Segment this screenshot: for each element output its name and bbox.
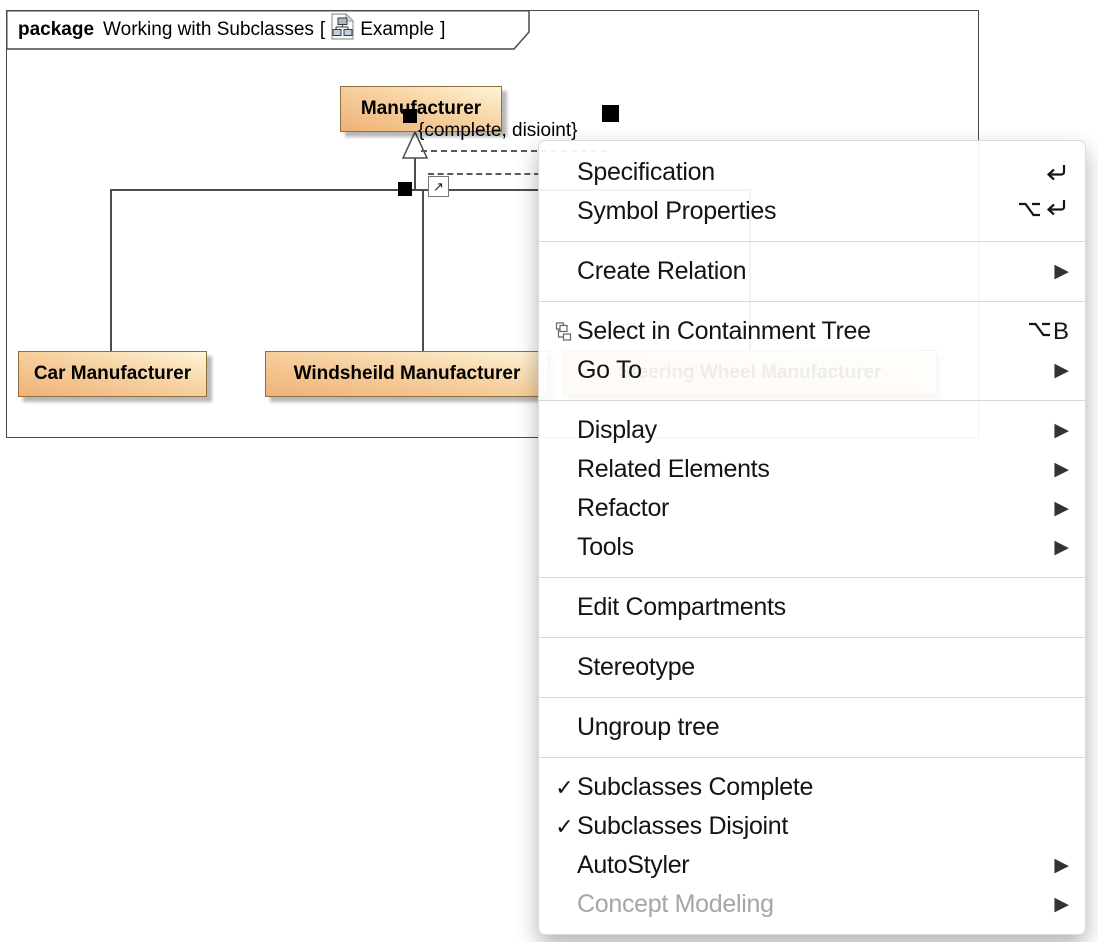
option-key-icon [1027,318,1052,346]
menu-item-label: Tools [577,533,634,561]
generalization-line-car[interactable] [110,189,112,351]
context-menu: Specification Symbol Properties Create R… [538,140,1086,935]
submenu-arrow-icon: ▶ [1054,420,1069,441]
menu-item-label: Edit Compartments [577,593,786,621]
menu-item-go-to[interactable]: Go To ▶ [539,351,1085,390]
menu-item-label: Stereotype [577,653,695,681]
menu-item-label: Specification [577,158,715,186]
package-header-tab [6,10,530,50]
menu-item-edit-compartments[interactable]: Edit Compartments [539,588,1085,627]
submenu-arrow-icon: ▶ [1054,855,1069,876]
menu-separator [539,577,1085,578]
class-manufacturer[interactable]: Manufacturer [340,86,502,132]
menu-item-concept-modeling[interactable]: Concept Modeling ▶ [539,885,1085,924]
class-windsheild-manufacturer[interactable]: Windsheild Manufacturer [265,351,549,397]
menu-item-tools[interactable]: Tools ▶ [539,528,1085,567]
generalization-trunk-line[interactable] [414,158,416,190]
menu-item-ungroup-tree[interactable]: Ungroup tree [539,708,1085,747]
checkmark-icon: ✓ [555,813,574,839]
menu-item-label: Subclasses Complete [577,773,814,801]
selection-handle[interactable] [602,105,619,122]
menu-item-subclasses-complete[interactable]: ✓ Subclasses Complete [539,768,1085,807]
menu-item-label: Select in Containment Tree [577,317,871,345]
submenu-arrow-icon: ▶ [1054,894,1069,915]
class-car-manufacturer[interactable]: Car Manufacturer [18,351,207,397]
checkmark-icon: ✓ [555,774,574,800]
menu-separator [539,241,1085,242]
selection-handle[interactable] [398,182,412,196]
bracket-open: [ [319,18,326,40]
menu-item-label: Go To [577,356,642,384]
generalization-set-constraint-label[interactable]: {complete, disioint} [418,120,578,141]
containment-tree-icon [555,322,574,341]
selected-path-dashed-top [421,150,607,152]
menu-separator [539,400,1085,401]
menu-item-label: Concept Modeling [577,890,774,918]
package-title: Working with Subclasses [103,18,314,40]
menu-item-label: Refactor [577,494,670,522]
menu-separator [539,301,1085,302]
package-keyword: package [18,18,95,40]
menu-item-label: Related Elements [577,455,770,483]
shortcut-key-letter: B [1052,317,1069,345]
menu-item-label: Display [577,416,657,444]
menu-item-refactor[interactable]: Refactor ▶ [539,489,1085,528]
submenu-arrow-icon: ▶ [1054,459,1069,480]
menu-item-label: Ungroup tree [577,713,720,741]
submenu-arrow-icon: ▶ [1054,537,1069,558]
menu-item-display[interactable]: Display ▶ [539,411,1085,450]
selected-path-dashed-bottom [428,173,540,175]
generalization-line-windsheild[interactable] [422,189,424,351]
menu-separator [539,697,1085,698]
package-header: package Working with Subclasses[ Example] [18,10,445,49]
menu-separator [539,637,1085,638]
menu-item-select-in-containment-tree[interactable]: Select in Containment Tree B [539,312,1085,351]
menu-item-label: AutoStyler [577,851,690,879]
menu-item-symbol-properties[interactable]: Symbol Properties [539,192,1085,231]
menu-item-label: Symbol Properties [577,197,777,225]
menu-item-related-elements[interactable]: Related Elements ▶ [539,450,1085,489]
menu-item-label: Create Relation [577,257,747,285]
submenu-arrow-icon: ▶ [1054,261,1069,282]
submenu-arrow-icon: ▶ [1054,498,1069,519]
menu-item-stereotype[interactable]: Stereotype [539,648,1085,687]
menu-item-subclasses-disjoint[interactable]: ✓ Subclasses Disjoint [539,807,1085,846]
bracket-close: ] [440,18,446,40]
smart-manipulator-link-icon[interactable]: ↗ [428,176,449,197]
return-key-icon [1043,161,1069,185]
submenu-arrow-icon: ▶ [1054,360,1069,381]
menu-item-specification[interactable]: Specification [539,153,1085,192]
menu-separator [539,757,1085,758]
diagram-name: Example [360,18,435,40]
menu-item-create-relation[interactable]: Create Relation ▶ [539,252,1085,291]
menu-item-label: Subclasses Disjoint [577,812,789,840]
menu-item-autostyler[interactable]: AutoStyler ▶ [539,846,1085,885]
class-diagram-icon [331,12,355,46]
return-key-icon [1043,196,1069,227]
selection-handle[interactable] [403,109,417,123]
option-key-icon [1017,198,1042,226]
